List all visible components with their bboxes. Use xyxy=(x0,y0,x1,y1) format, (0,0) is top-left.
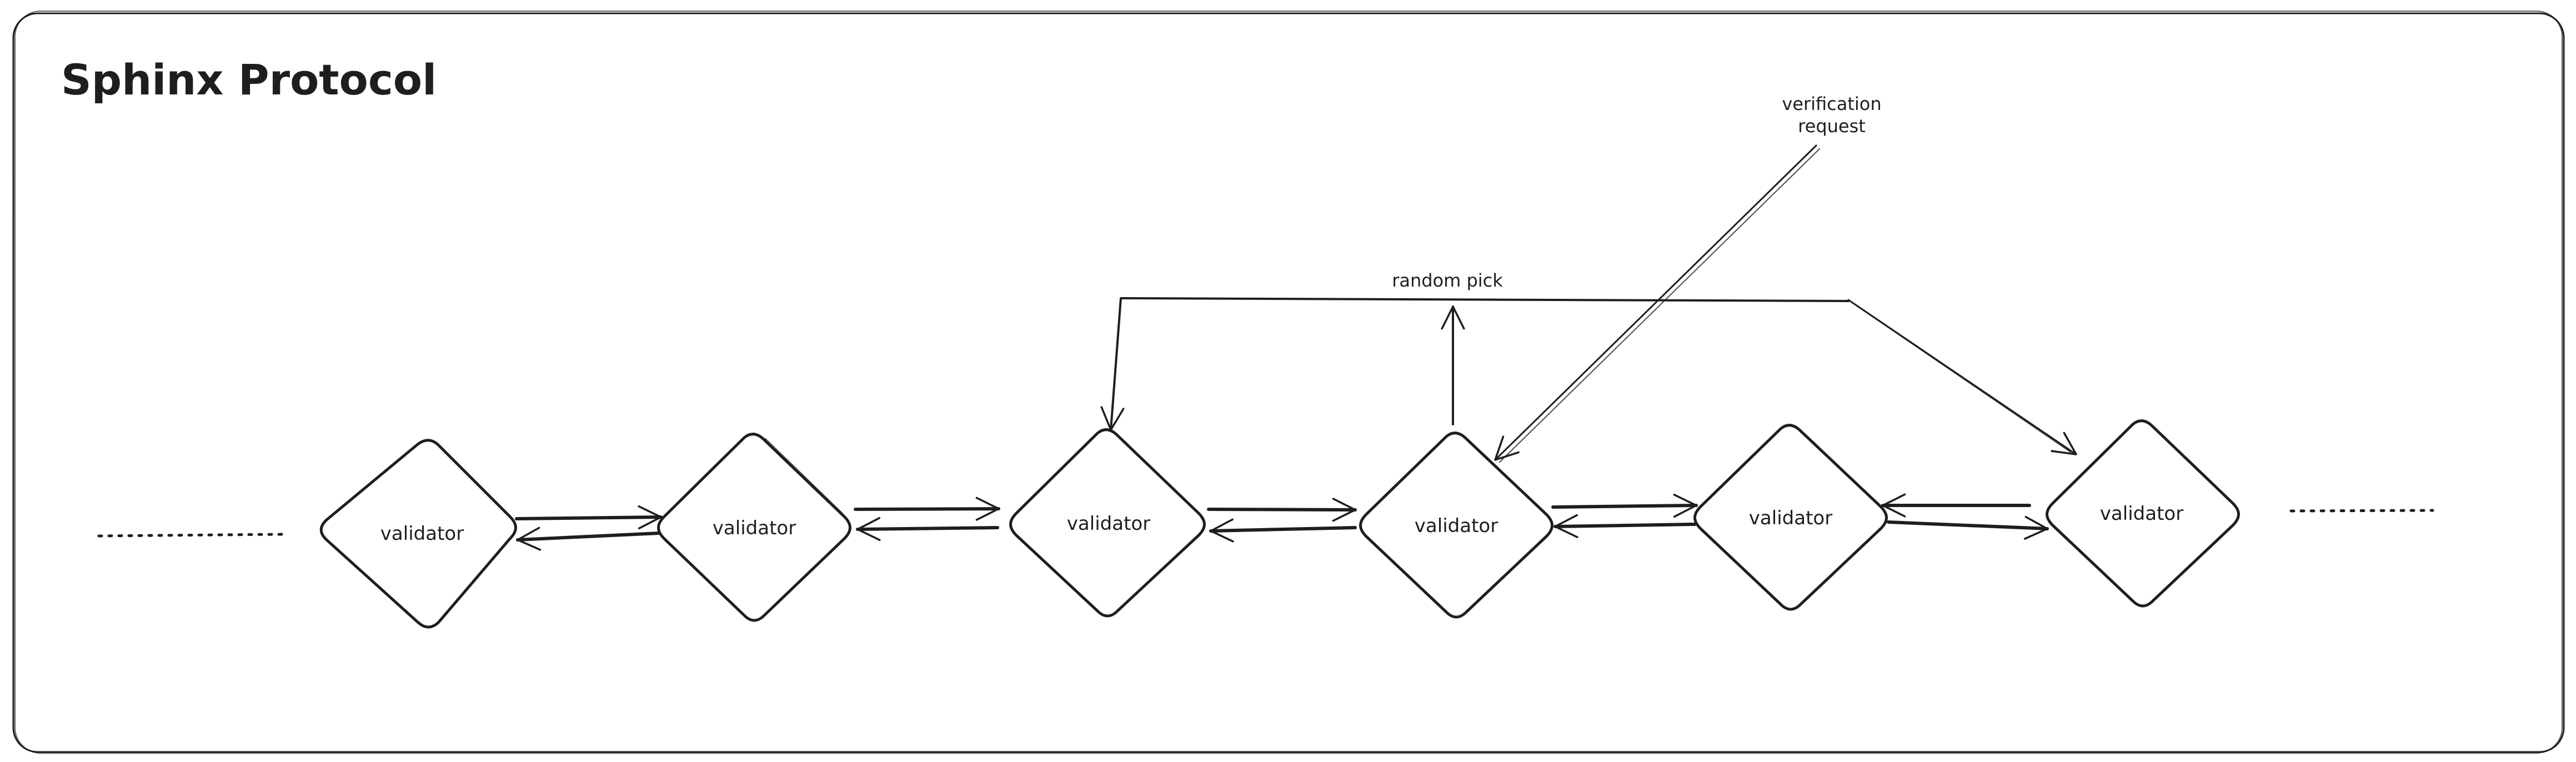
random-pick-line xyxy=(1120,297,1850,302)
edge-v4-v5 xyxy=(1551,493,1698,538)
validator-node-4: validator xyxy=(1359,432,1553,619)
validator-node-2: validator xyxy=(657,433,851,622)
continuation-dots-left xyxy=(97,533,285,538)
random-pick-label: random pick xyxy=(1392,270,1503,291)
validator-node-5: validator xyxy=(1693,424,1888,611)
edge-v1-v2 xyxy=(515,505,663,551)
edge-v2-v3 xyxy=(854,497,1000,542)
validator-label: validator xyxy=(2100,503,2183,525)
outer-frame xyxy=(12,11,2565,754)
validator-label: validator xyxy=(1067,513,1150,535)
validator-node-6: validator xyxy=(2046,419,2240,608)
verification-request-label-line2: request xyxy=(1798,116,1866,137)
verification-request-arrow xyxy=(1494,144,1820,463)
edge-v5-v6 xyxy=(1881,493,2049,540)
random-pick-arrow-v3 xyxy=(1100,297,1125,431)
diagram-title: Sphinx Protocol xyxy=(61,55,437,104)
validator-node-3: validator xyxy=(1009,428,1206,618)
validator-label: validator xyxy=(1415,515,1498,537)
validator-node-1: validator xyxy=(319,439,517,629)
continuation-dots-right xyxy=(2289,509,2434,513)
validator-label: validator xyxy=(713,517,796,539)
validator-label: validator xyxy=(380,523,464,545)
validator-label: validator xyxy=(1749,507,1832,529)
edge-v3-v4 xyxy=(1207,498,1357,543)
verification-request-label-line1: verification xyxy=(1782,93,1881,114)
random-pick-arrow-v6 xyxy=(1847,299,2077,455)
